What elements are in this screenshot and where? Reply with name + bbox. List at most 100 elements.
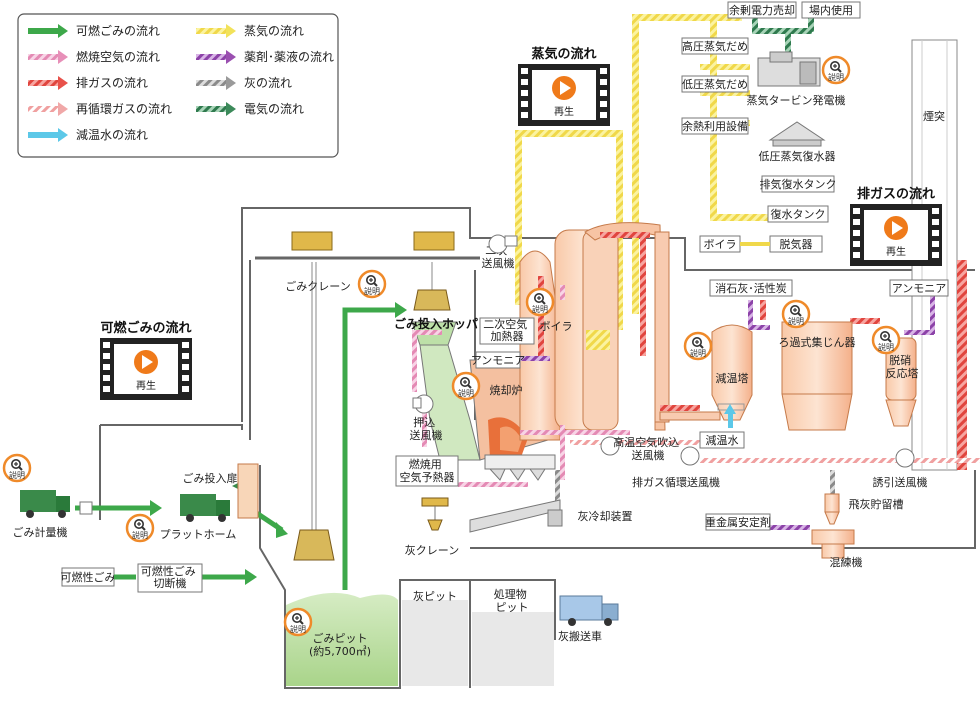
ash-cooler [469,499,563,533]
legend-label: 燃焼空気の流れ [76,49,160,64]
heavy-metal-label: 重金属安定剤 [705,515,771,529]
legend-swatch [28,132,58,138]
video-waste[interactable]: 可燃ごみの流れ 再生 [100,320,192,400]
legend-label: 蒸気の流れ [244,23,304,38]
zoom-label: 説明 [132,530,148,540]
cooling-water-label: 減温水 [706,433,739,447]
mixer-label: 混練機 [830,555,863,569]
zoom-label: 説明 [290,624,306,634]
turbine-label: 蒸気タービン発電機 [747,93,846,107]
legend-arrow-icon [226,76,236,90]
bag-filter [781,321,853,431]
cooling-tower-label: 減温塔 [716,371,749,385]
legend-label: 可燃ごみの流れ [76,23,160,38]
condenser-icon [768,121,826,147]
zoom-label: 説明 [828,72,844,82]
zoom-label: 説明 [9,470,25,480]
zoom-label: 説明 [878,342,894,352]
crane-label: ごみクレーン [285,279,350,293]
ammonia-top-label: アンモニア [892,282,947,295]
legend: 可燃ごみの流れ蒸気の流れ燃焼空気の流れ薬剤･薬液の流れ排ガスの流れ灰の流れ再循環… [17,13,339,158]
legend-swatch [28,54,58,60]
residue-pit [472,612,554,686]
zoom-crane-button[interactable]: 説明 [357,269,387,299]
legend-swatch [196,54,226,60]
legend-label: 薬剤･薬液の流れ [244,49,334,64]
push-fan-icon [412,394,434,414]
zoom-cooling-tower-button[interactable]: 説明 [683,331,713,361]
surplus-power-label: 余剰電力売却 [729,3,795,17]
cooling-water-arrow [724,404,736,428]
waste-heat-label: 余熱利用設備 [682,119,748,133]
legend-swatch [196,28,226,34]
waste-crane [291,231,455,561]
ash-flow [555,470,835,525]
electric-flow [752,18,814,58]
zoom-label: 説明 [458,388,474,398]
zoom-denox-button[interactable]: 説明 [871,325,901,355]
steam-system: 余剰電力売却 場内使用 高圧蒸気だめ 低圧蒸気だめ 余熱利用設備 蒸気タービン発… [681,1,861,253]
ash-truck-icon [559,595,619,626]
lp-condenser-label: 低圧蒸気復水器 [759,149,836,163]
video-waste-play: 再生 [136,379,156,392]
legend-label: 再循環ガスの流れ [76,102,172,116]
video-exhaust[interactable]: 排ガスの流れ 再生 [850,186,942,266]
recirc-fan-icon [680,446,700,466]
lime-label: 消石灰･活性炭 [715,281,787,295]
video-waste-title: 可燃ごみの流れ [100,320,191,336]
legend-swatch [196,80,226,86]
hopper-label: ごみ投入ホッパ [394,316,478,331]
legend-arrow-icon [58,128,68,142]
legend-arrow-icon [58,76,68,90]
ash-truck-label: 灰搬送車 [558,629,602,643]
legend-arrow-icon [58,50,68,64]
video-steam[interactable]: 蒸気の流れ 再生 [518,46,610,126]
ash-pit-label: 灰ピット [413,589,457,603]
ash-crane-label: 灰クレーン [405,543,459,557]
legend-swatch [28,106,58,112]
legend-arrow-icon [226,102,236,116]
legend-arrow-icon [58,24,68,38]
video-steam-play: 再生 [554,105,574,118]
denox-tower [885,337,917,427]
legend-label: 減温水の流れ [76,127,148,142]
chemical-flow [520,294,935,530]
hot-gas-fan-icon [600,436,620,456]
zoom-turbine-button[interactable]: 説明 [821,55,851,85]
zoom-label: 説明 [532,304,548,314]
video-exhaust-title: 排ガスの流れ [857,186,935,202]
zoom-platform-button[interactable]: 説明 [125,513,155,543]
secondary-heater-label: 二次空気 加熱器 [483,317,531,343]
legend-swatch [28,80,58,86]
ash-pit [402,600,468,686]
fly-ash-tank [824,493,840,525]
fly-ash-tank-label: 飛灰貯留槽 [849,497,904,511]
zoom-boiler-button[interactable]: 説明 [525,287,555,317]
scale-truck-icon [20,490,93,518]
in-plant-label: 場内使用 [809,3,853,17]
crusher-label: 可燃性ごみ 切断機 [141,564,200,590]
furnace-label: 焼却炉 [490,384,523,397]
exhaust-tank-label: 排気復水タンク [760,177,837,191]
combustion-air-flow [412,285,630,487]
deaerator-label: 脱気器 [780,237,813,251]
video-exhaust-play: 再生 [886,245,906,258]
legend-arrow-icon [226,50,236,64]
legend-label: 灰の流れ [244,76,292,90]
zoom-furnace-button[interactable]: 説明 [451,371,481,401]
lp-steam-header-label: 低圧蒸気だめ [682,77,748,91]
legend-swatch [28,28,58,34]
bag-filter-label: ろ過式集じん器 [779,335,856,349]
residue-pit-label: 処理物 ピット [494,587,531,614]
ash-cooler-label: 灰冷却装置 [578,509,633,523]
push-fan-label: 押込 送風機 [410,415,443,442]
zoom-waste-pit-button[interactable]: 説明 [283,607,313,637]
waste-pit-label: ごみピット(約5,700㎥) [309,631,371,658]
zoom-scale-button[interactable]: 説明 [2,453,32,483]
waste-flow-arrows [150,302,439,585]
zoom-bag-filter-button[interactable]: 説明 [781,299,811,329]
combustible-label: 可燃性ごみ [61,570,116,584]
building-outline [99,207,976,689]
zoom-label: 説明 [788,316,804,326]
